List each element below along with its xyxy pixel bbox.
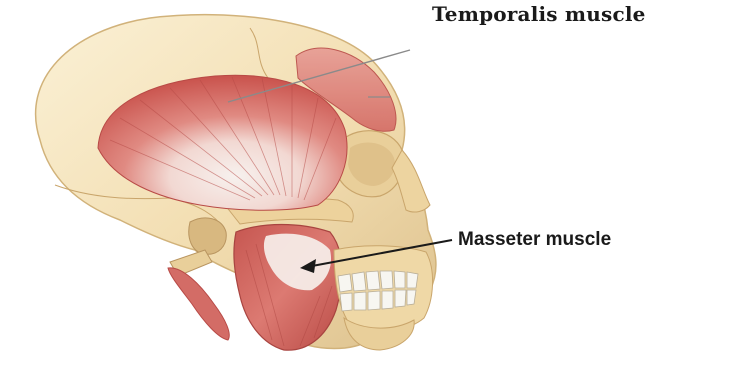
temporalis-label: Temporalis muscle (432, 2, 646, 26)
neck-muscle (168, 268, 229, 340)
masseter-label: Masseter muscle (458, 229, 611, 251)
ear-canal (189, 218, 226, 254)
